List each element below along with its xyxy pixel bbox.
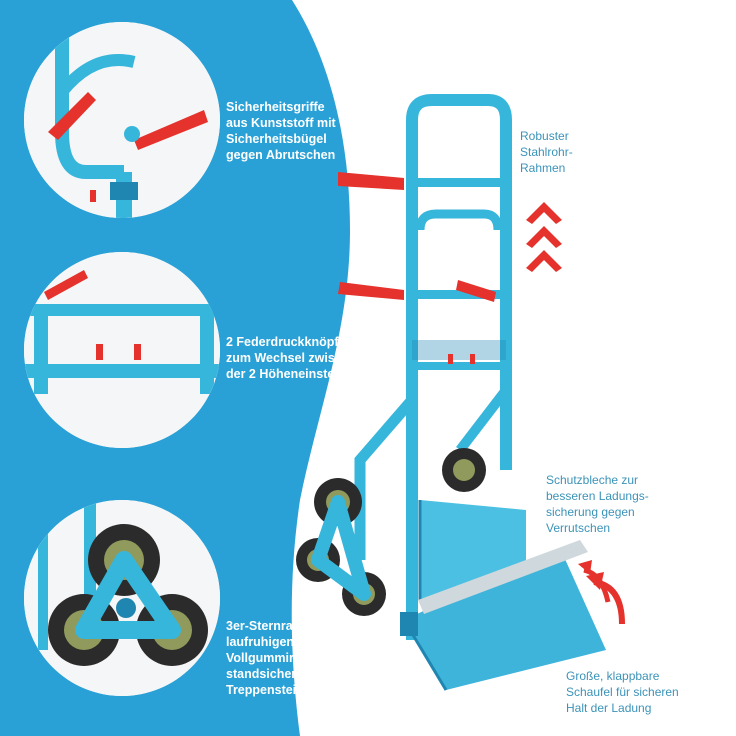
- wheels-callout: 3er-Sternrad aus laufruhigen Vollgummirä…: [226, 618, 348, 698]
- wheels-detail-circle: [24, 500, 220, 696]
- frame-callout-line: Robuster: [520, 129, 569, 143]
- guards-callout-line: sicherung gegen: [546, 505, 635, 519]
- buttons-callout: 2 Federdruckknöpfe zum Wechsel zwischen …: [226, 334, 379, 382]
- buttons-detail-photo: [24, 252, 220, 448]
- buttons-callout-line: 2 Federdruckknöpfe: [226, 335, 346, 349]
- shovel-callout: Große, klappbare Schaufel für sicheren H…: [566, 668, 679, 716]
- grips-callout-line: Sicherheitsbügel: [226, 132, 327, 146]
- grips-callout-line: aus Kunststoff mit: [226, 116, 336, 130]
- wheels-callout-line: laufruhigen: [226, 635, 295, 649]
- grips-callout-line: gegen Abrutschen: [226, 148, 336, 162]
- chevron-up-icon: [526, 202, 562, 272]
- shovel-callout-line: Schaufel für sicheren: [566, 685, 679, 699]
- wheels-callout-line: standsicheres: [226, 667, 311, 681]
- frame-callout: Robuster Stahlrohr- Rahmen: [520, 128, 573, 176]
- frame-callout-line: Stahlrohr-: [520, 145, 573, 159]
- wheels-callout-line: Vollgummirädern für: [226, 651, 349, 665]
- buttons-detail-circle: [24, 252, 220, 448]
- grips-detail-circle: [24, 22, 220, 218]
- curved-arrow-icon: [578, 560, 625, 625]
- buttons-callout-line: der 2 Höheneinstellungen: [226, 367, 379, 381]
- grips-callout: Sicherheitsgriffe aus Kunststoff mit Sic…: [226, 99, 336, 163]
- guards-callout-line: Verrutschen: [546, 521, 611, 535]
- grips-callout-line: Sicherheitsgriffe: [226, 100, 325, 114]
- wheels-detail-photo: [24, 500, 220, 696]
- guards-callout-line: besseren Ladungs-: [546, 489, 649, 503]
- grips-detail-photo: [24, 22, 220, 218]
- shovel-callout-line: Halt der Ladung: [566, 701, 652, 715]
- wheels-callout-line: 3er-Sternrad aus: [226, 619, 326, 633]
- frame-callout-line: Rahmen: [520, 161, 566, 175]
- guards-callout-line: Schutzbleche zur: [546, 473, 639, 487]
- buttons-callout-line: zum Wechsel zwischen: [226, 351, 365, 365]
- shovel-callout-line: Große, klappbare: [566, 669, 660, 683]
- wheels-callout-line: Treppensteigen: [226, 683, 319, 697]
- guards-callout: Schutzbleche zur besseren Ladungs- siche…: [546, 472, 649, 536]
